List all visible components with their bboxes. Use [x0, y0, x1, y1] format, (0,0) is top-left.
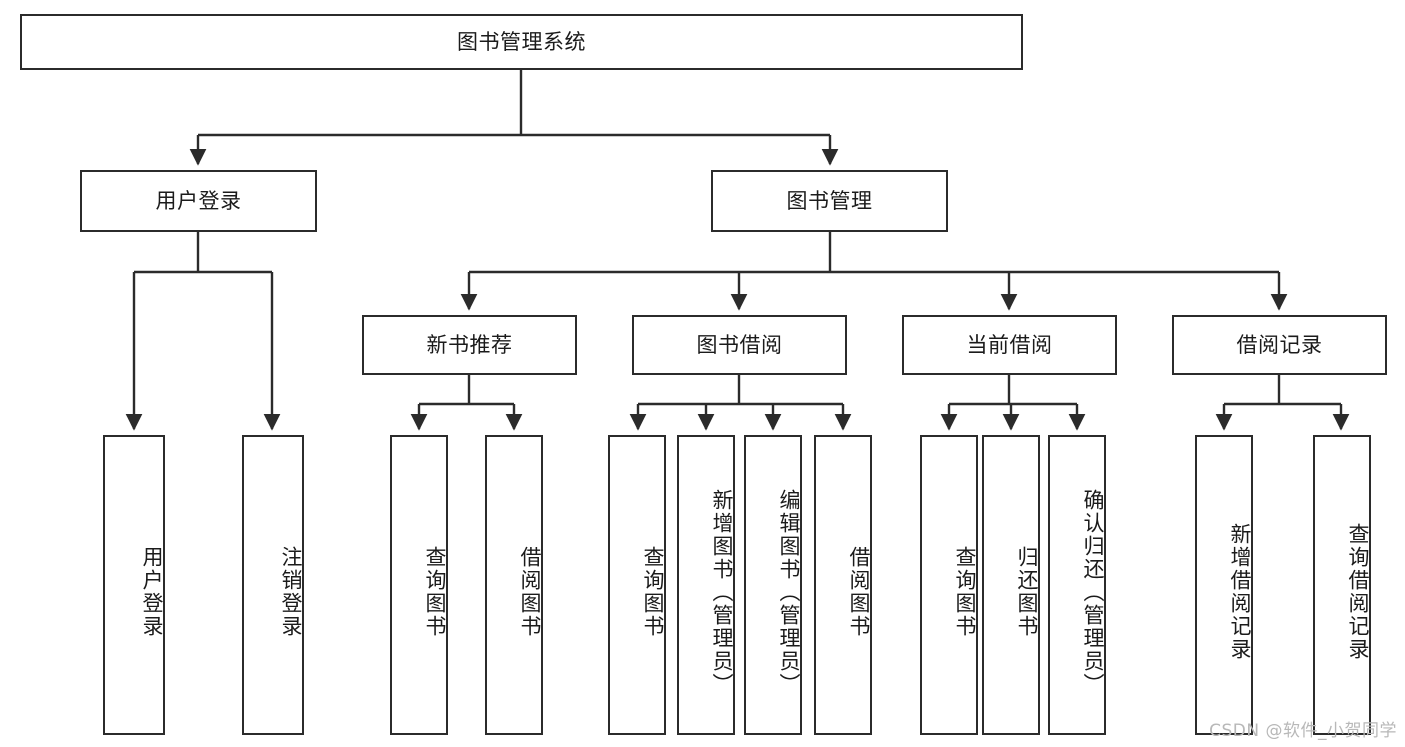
node-leaf-query-book-3[interactable]: 查询图书 — [920, 435, 978, 735]
leaf-label: 查询图书 — [641, 546, 665, 638]
leaf-label: 借阅图书 — [847, 546, 871, 638]
node-book-borrow[interactable]: 图书借阅 — [632, 315, 847, 375]
leaf-label: 确认归还（管理员） — [1081, 488, 1105, 696]
leaf-label: 查询图书 — [423, 546, 447, 638]
node-leaf-query-record[interactable]: 查询借阅记录 — [1313, 435, 1371, 735]
leaf-label: 用户登录 — [140, 546, 164, 638]
node-book-manage[interactable]: 图书管理 — [711, 170, 948, 232]
node-user-login[interactable]: 用户登录 — [80, 170, 317, 232]
node-leaf-query-book-2[interactable]: 查询图书 — [608, 435, 666, 735]
node-current-borrow[interactable]: 当前借阅 — [902, 315, 1117, 375]
leaf-label: 新增借阅记录 — [1228, 523, 1252, 661]
node-leaf-add-record[interactable]: 新增借阅记录 — [1195, 435, 1253, 735]
leaf-label: 新增图书（管理员） — [710, 488, 734, 696]
node-borrow-record[interactable]: 借阅记录 — [1172, 315, 1387, 375]
node-leaf-borrow-book-2[interactable]: 借阅图书 — [814, 435, 872, 735]
node-leaf-add-book[interactable]: 新增图书（管理员） — [677, 435, 735, 735]
node-new-book-recommend[interactable]: 新书推荐 — [362, 315, 577, 375]
node-leaf-edit-book[interactable]: 编辑图书（管理员） — [744, 435, 802, 735]
node-leaf-borrow-book-1[interactable]: 借阅图书 — [485, 435, 543, 735]
leaf-label: 归还图书 — [1015, 546, 1039, 638]
leaf-label: 编辑图书（管理员） — [777, 488, 801, 696]
node-leaf-confirm-return[interactable]: 确认归还（管理员） — [1048, 435, 1106, 735]
node-leaf-return-book[interactable]: 归还图书 — [982, 435, 1040, 735]
node-root[interactable]: 图书管理系统 — [20, 14, 1023, 70]
leaf-label: 查询借阅记录 — [1346, 523, 1370, 661]
csdn-watermark: CSDN @软件_小贺同学 — [1209, 721, 1397, 741]
node-leaf-query-book-1[interactable]: 查询图书 — [390, 435, 448, 735]
node-leaf-user-login[interactable]: 用户登录 — [103, 435, 165, 735]
leaf-label: 借阅图书 — [518, 546, 542, 638]
node-leaf-logout-login[interactable]: 注销登录 — [242, 435, 304, 735]
leaf-label: 查询图书 — [953, 546, 977, 638]
leaf-label: 注销登录 — [279, 546, 303, 638]
